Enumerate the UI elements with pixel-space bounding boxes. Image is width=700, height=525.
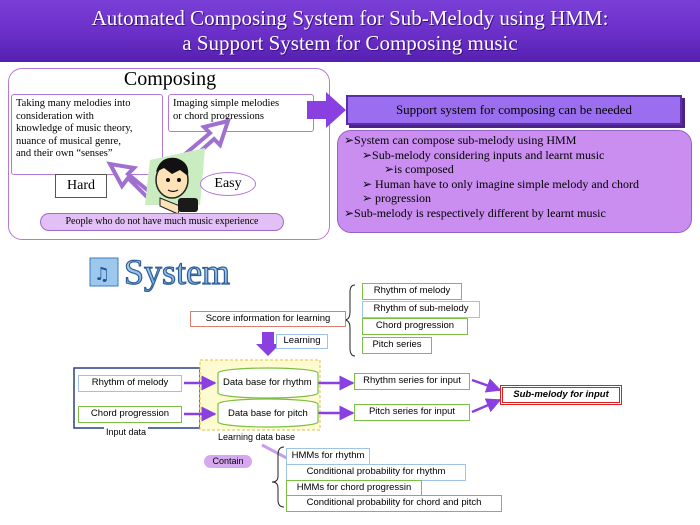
database-rhythm: Data base for rhythm bbox=[223, 377, 312, 388]
title-line-2: a Support System for Composing music bbox=[182, 31, 518, 55]
easy-label: Easy bbox=[200, 172, 256, 196]
input-data-label: Input data bbox=[104, 427, 149, 437]
hard-note-line: knowledge of music theory, bbox=[16, 123, 133, 134]
contain-label: Contain bbox=[204, 455, 252, 468]
support-line: ➢Sub-melody is respectively different by… bbox=[344, 205, 606, 220]
rhythm-series-box: Rhythm series for input bbox=[354, 373, 470, 390]
support-line: ➢ progression bbox=[362, 191, 432, 205]
learning-item-pitch-series: Pitch series bbox=[362, 337, 432, 354]
hard-note-line: consideration with bbox=[16, 110, 94, 122]
input-rhythm-of-melody: Rhythm of melody bbox=[78, 375, 182, 392]
pitch-database-icon bbox=[217, 398, 319, 428]
learning-db-label: Learning data base bbox=[218, 432, 296, 442]
learning-label: Learning bbox=[276, 334, 328, 349]
contain-conditional-rhythm: Conditional probability for rhythm bbox=[286, 464, 466, 481]
support-line: ➢Sub-melody considering inputs and learn… bbox=[362, 147, 605, 162]
hard-note-line: and their own “senses” bbox=[16, 148, 113, 159]
to-support-arrow bbox=[307, 92, 346, 128]
people-label: People who do not have much music experi… bbox=[40, 213, 284, 231]
support-line: ➢System can compose sub-melody using HMM bbox=[344, 133, 577, 147]
title-banner: Automated Composing System for Sub-Melod… bbox=[0, 0, 700, 62]
score-info-box: Score information for learning bbox=[190, 311, 346, 327]
thinking-person-icon bbox=[155, 157, 198, 215]
system-heading: ♫ System bbox=[89, 252, 231, 292]
hard-label: Hard bbox=[55, 174, 107, 198]
easy-note-line: or chord progressions bbox=[173, 110, 264, 122]
support-headline-box: Support system for composing can be need… bbox=[346, 95, 682, 125]
database-pitch: Data base for pitch bbox=[228, 408, 308, 419]
support-line: ➢ Human have to only imagine simple melo… bbox=[362, 176, 639, 191]
contain-conditional-chord-pitch: Conditional probability for chord and pi… bbox=[286, 495, 502, 512]
hard-note-line: Taking many melodies into bbox=[16, 98, 131, 109]
hard-note-line: nuance of musical genre, bbox=[16, 135, 121, 147]
contain-hmm-rhythm: HMMs for rhythm bbox=[286, 448, 370, 465]
learning-item-chord-progression: Chord progression bbox=[362, 318, 468, 335]
support-detail-box: ➢System can compose sub-melody using HMM… bbox=[337, 130, 692, 233]
system-heading-text: System bbox=[124, 252, 230, 292]
support-line: ➢is composed bbox=[384, 162, 454, 176]
easy-note-line: Imaging simple melodies bbox=[173, 98, 280, 109]
sub-melody-output-box: Sub-melody for input bbox=[500, 385, 622, 405]
title-line-1: Automated Composing System for Sub-Melod… bbox=[91, 6, 609, 30]
composing-heading: Composing bbox=[123, 68, 217, 90]
svg-text:♫: ♫ bbox=[94, 264, 110, 285]
pitch-series-box: Pitch series for input bbox=[354, 404, 470, 421]
hard-composing-note: Taking many melodies into consideration … bbox=[11, 94, 163, 175]
learning-arrow bbox=[256, 332, 280, 356]
learning-item-rhythm-sub-melody: Rhythm of sub-melody bbox=[362, 301, 480, 318]
rhythm-database-icon bbox=[217, 367, 319, 399]
input-chord-progression: Chord progression bbox=[78, 406, 182, 423]
learning-item-rhythm-melody: Rhythm of melody bbox=[362, 283, 462, 300]
music-notes-icon: ♫ bbox=[89, 257, 119, 287]
